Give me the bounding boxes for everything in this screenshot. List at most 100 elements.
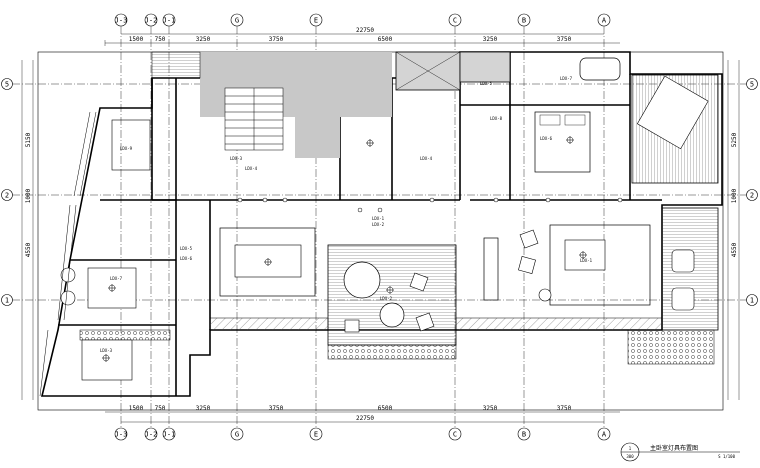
grid-label: 5 [5, 81, 9, 89]
grid-label: J-2 [145, 431, 158, 439]
grid-bubbles-bottom: J-3 J-2 J-1 G E C B A [115, 427, 611, 441]
grid-label: J-1 [163, 431, 176, 439]
fixture-tag: LDX-7 [110, 276, 123, 281]
dimension-seg: 1000 [25, 188, 32, 203]
fixture-tag: LDX-4 [245, 166, 258, 171]
drawing-scale: S 1/100 [718, 454, 735, 459]
light-fixtures [102, 136, 623, 362]
grid-label: G [235, 431, 239, 439]
dimension-seg: 750 [155, 36, 166, 43]
grid-label: J-1 [163, 17, 176, 25]
skylight-strip [455, 317, 663, 331]
bathtub [579, 57, 621, 81]
terrace-planter [79, 329, 171, 341]
dimension-seg: 3250 [483, 405, 498, 412]
grid-label: 1 [750, 297, 754, 305]
dimension-seg: 3250 [196, 36, 211, 43]
core-shaded [295, 78, 340, 158]
fixture-tag: LDX-1 [580, 258, 593, 263]
round-table [379, 302, 405, 328]
dimension-seg: 1000 [731, 188, 738, 203]
dimension-seg: 1500 [129, 36, 144, 43]
fixture-tag: LDX-4 [420, 156, 433, 161]
terrace-planter [627, 329, 715, 365]
grid-label: C [453, 17, 457, 25]
dimension-bottom [105, 411, 620, 423]
round-table [343, 261, 381, 299]
dimension-seg: 3750 [557, 36, 572, 43]
grid-label: E [314, 17, 318, 25]
fixture-tag: LDX-2 [380, 296, 393, 301]
grid-bubbles-top: J-3 J-2 J-1 G E C B A [115, 13, 611, 27]
dimension-seg: 4550 [731, 242, 738, 257]
fixture-tag: LDX-6 [180, 256, 193, 261]
chair [415, 312, 435, 332]
planter-top [151, 51, 201, 79]
grid-label: G [235, 17, 239, 25]
chair [409, 272, 429, 292]
grid-label: B [522, 431, 526, 439]
fixture-tag: LDX-7 [560, 76, 573, 81]
dimension-seg: 3750 [557, 405, 572, 412]
kitchen-island [483, 237, 499, 301]
chair [344, 319, 360, 333]
side-table [538, 288, 552, 302]
dimension-seg: 1500 [129, 405, 144, 412]
fixture-tag: LDX-3 [230, 156, 243, 161]
dimension-total-top: 22750 [356, 27, 374, 34]
pillow [564, 114, 586, 126]
dimension-sides [21, 60, 740, 400]
fixture-tag: LDX-2 [372, 222, 385, 227]
dimension-seg: 5150 [25, 132, 32, 147]
left-facade [39, 111, 97, 397]
fixture-tag: LDX-5 [180, 246, 193, 251]
grid-label: A [602, 17, 607, 25]
grid-label: J-3 [115, 17, 128, 25]
dimension-seg: 3250 [483, 36, 498, 43]
deck-chair [671, 287, 695, 311]
dimension-seg: 5250 [731, 132, 738, 147]
master-bed [534, 111, 591, 173]
bed-deck [636, 75, 709, 150]
terrace-planter [327, 344, 457, 360]
dining-table [219, 227, 316, 297]
deck-chair [671, 249, 695, 273]
grid-bubbles-rows: 5 2 1 5 2 1 [1, 78, 758, 306]
grid-label: E [314, 431, 318, 439]
grid-label: C [453, 431, 457, 439]
grid-label: A [602, 431, 607, 439]
chair [518, 256, 536, 274]
title-block: 1 300 主卧室灯具布置图 S 1/100 [620, 442, 740, 462]
fixture-tag: LDX-1 [372, 216, 385, 221]
dimension-total-bottom: 22750 [356, 415, 374, 422]
grid-label: J-2 [145, 17, 158, 25]
dimension-seg: 3250 [196, 405, 211, 412]
chair [519, 229, 539, 249]
dimension-seg: 6500 [378, 405, 393, 412]
dimension-seg: 4550 [25, 242, 32, 257]
sofa [549, 224, 651, 306]
dimension-seg: 6500 [378, 36, 393, 43]
stool [60, 290, 76, 306]
grid-label: B [522, 17, 526, 25]
fixture-tag: LDX-6 [540, 136, 553, 141]
skylight-strip [209, 317, 329, 331]
dimension-seg: 750 [155, 405, 166, 412]
fixture-tag: LDX-9 [120, 146, 133, 151]
grid-label: 2 [5, 192, 9, 200]
sheet-ref-bottom: 300 [626, 454, 634, 459]
dimension-top [104, 33, 620, 46]
pillow [539, 114, 561, 126]
elevator-shaft [459, 51, 511, 83]
stair [224, 87, 284, 151]
grid-label: 1 [5, 297, 9, 305]
fixture-tags: LDX-1 LDX-2 LDX-3 LDX-4 LDX-5 LDX-6 LDX-… [100, 76, 593, 353]
grid-label: 5 [750, 81, 754, 89]
dimension-seg: 3750 [269, 36, 284, 43]
grid-label: 2 [750, 192, 754, 200]
fixture-tag: LDX-5 [480, 81, 493, 86]
dimension-seg: 3750 [269, 405, 284, 412]
drawing-title: 主卧室灯具布置图 [650, 444, 698, 452]
bath-left [111, 119, 151, 171]
